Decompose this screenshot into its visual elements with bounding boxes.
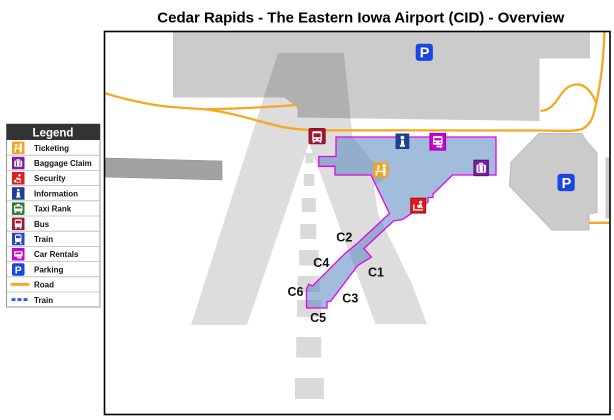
- svg-text:C2: C2: [336, 231, 352, 245]
- svg-text:Security: Security: [34, 174, 66, 183]
- svg-text:Cedar Rapids - The Eastern Iow: Cedar Rapids - The Eastern Iowa Airport …: [157, 9, 564, 26]
- svg-text:C3: C3: [342, 291, 358, 305]
- svg-text:Car Rentals: Car Rentals: [34, 250, 79, 259]
- svg-text:P: P: [15, 265, 22, 277]
- svg-text:P: P: [420, 46, 430, 62]
- svg-text:Taxi Rank: Taxi Rank: [34, 205, 72, 214]
- svg-text:C4: C4: [313, 256, 329, 270]
- svg-text:Bus: Bus: [34, 220, 50, 229]
- svg-text:Information: Information: [34, 189, 78, 198]
- svg-text:Ticketing: Ticketing: [34, 144, 69, 153]
- svg-text:Legend: Legend: [33, 128, 74, 140]
- svg-text:Baggage Claim: Baggage Claim: [34, 159, 92, 168]
- svg-text:Train: Train: [34, 235, 53, 244]
- svg-text:P: P: [562, 176, 572, 192]
- svg-text:Parking: Parking: [34, 265, 63, 274]
- svg-text:C5: C5: [310, 311, 326, 325]
- svg-text:Road: Road: [34, 281, 54, 290]
- svg-text:C1: C1: [368, 266, 384, 280]
- svg-text:C6: C6: [288, 285, 304, 299]
- svg-text:Train: Train: [34, 296, 53, 305]
